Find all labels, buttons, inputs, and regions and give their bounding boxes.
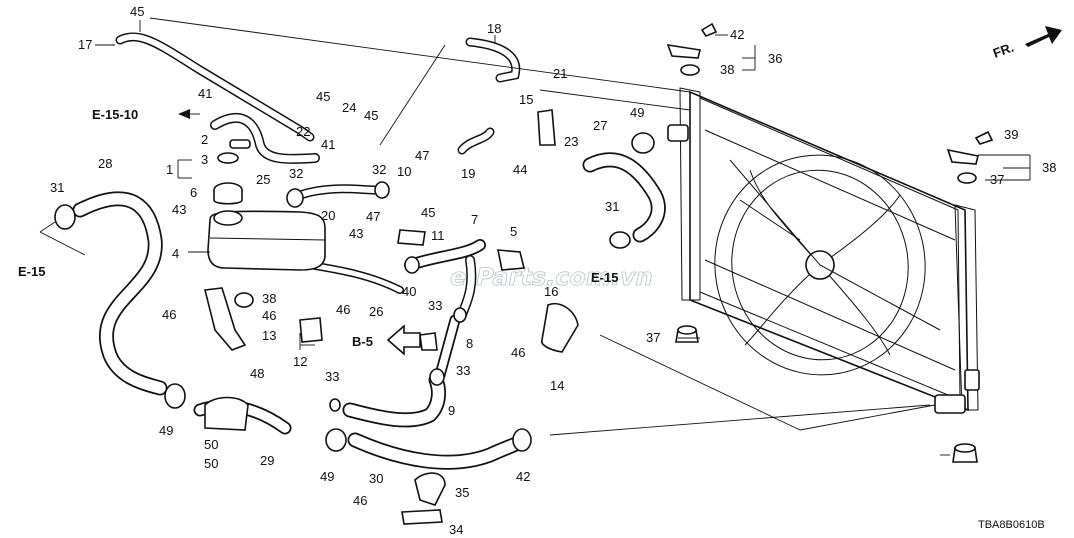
callout: 42: [730, 27, 744, 42]
reference-arrows: [178, 109, 421, 356]
callout: 41: [321, 137, 335, 152]
callout: 22: [296, 124, 310, 139]
callout: 49: [320, 469, 334, 484]
callout: 10: [397, 164, 411, 179]
callout: 38: [720, 62, 734, 77]
callout: 44: [513, 162, 527, 177]
callout: 49: [630, 105, 644, 120]
drawing-code: TBA8B0610B: [978, 519, 1045, 531]
callout: 29: [260, 453, 274, 468]
callout: 45: [316, 89, 330, 104]
callout: 46: [262, 308, 276, 323]
callout: 31: [605, 199, 619, 214]
upper-bracket-36: [666, 22, 718, 76]
callout: 9: [448, 403, 455, 418]
callout: 7: [471, 212, 478, 227]
mount-cushion-37-lower: [952, 443, 978, 463]
front-label: FR.: [991, 40, 1016, 61]
callout: 33: [456, 363, 470, 378]
callout: 12: [293, 354, 307, 369]
callout: 18: [487, 21, 501, 36]
callout: 26: [369, 304, 383, 319]
callout: 11: [431, 228, 445, 243]
ref-e-15-center: E-15: [591, 270, 618, 285]
radiator-assembly: [667, 87, 980, 414]
callout: 38: [262, 291, 276, 306]
callout: 39: [1004, 127, 1018, 142]
callout: 17: [78, 37, 92, 52]
callout: 50: [204, 437, 218, 452]
upper-bracket-39: [946, 130, 994, 184]
reserve-tank-4: [207, 182, 326, 271]
front-arrow-icon: [1025, 26, 1062, 47]
arrow-left-icon: [178, 109, 190, 119]
part-callouts: 45 17 18 21 42 36 38 49 41 45 24 45 15 2…: [50, 4, 1056, 537]
callout: 25: [256, 172, 270, 187]
ref-e-15-left: E-15: [18, 264, 45, 279]
callout: 27: [593, 118, 607, 133]
callout: 46: [511, 345, 525, 360]
leader-lines: [39, 17, 1031, 456]
callout: 6: [190, 185, 197, 200]
callout: 48: [250, 366, 264, 381]
callout: 14: [550, 378, 564, 393]
callout: 45: [130, 4, 144, 19]
callout: 30: [369, 471, 383, 486]
callout: 38: [1042, 160, 1056, 175]
arrow-b5-icon: [386, 324, 421, 356]
callout: 24: [342, 100, 356, 115]
callout: 4: [172, 246, 179, 261]
callout: 34: [449, 522, 463, 537]
callout: 16: [544, 284, 558, 299]
callout: 43: [349, 226, 363, 241]
callout: 35: [455, 485, 469, 500]
callout: 50: [204, 456, 218, 471]
callout: 1: [166, 162, 173, 177]
callout: 21: [553, 66, 567, 81]
callout: 33: [428, 298, 442, 313]
callout: 40: [402, 284, 416, 299]
callout: 2: [201, 132, 208, 147]
callout: 45: [364, 108, 378, 123]
callout: 8: [466, 336, 473, 351]
callout: 49: [159, 423, 173, 438]
callout: 42: [516, 469, 530, 484]
clamps-and-fittings: [54, 109, 655, 525]
callout: 43: [172, 202, 186, 217]
callout: 45: [421, 205, 435, 220]
mount-cushion-37-upper: [675, 325, 699, 343]
callout: 3: [201, 152, 208, 167]
front-direction-indicator: FR.: [991, 26, 1062, 61]
callout: 47: [415, 148, 429, 163]
callout: 46: [353, 493, 367, 508]
callout: 15: [519, 92, 533, 107]
callout: 32: [372, 162, 386, 177]
callout: 36: [768, 51, 782, 66]
callout: 37: [990, 172, 1004, 187]
callout: 20: [321, 208, 335, 223]
callout: 31: [50, 180, 64, 195]
callout: 33: [325, 369, 339, 384]
callout: 13: [262, 328, 276, 343]
callout: 28: [98, 156, 112, 171]
callout: 19: [461, 166, 475, 181]
watermark: e-Parts.com.vn: [450, 263, 653, 291]
callout: 41: [198, 86, 212, 101]
ref-e-15-10: E-15-10: [92, 107, 138, 122]
callout: 5: [510, 224, 517, 239]
callout: 32: [289, 166, 303, 181]
callout: 37: [646, 330, 660, 345]
ref-b-5: B-5: [352, 334, 373, 349]
callout: 47: [366, 209, 380, 224]
callout: 23: [564, 134, 578, 149]
callout: 46: [162, 307, 176, 322]
callout: 46: [336, 302, 350, 317]
reference-labels: E-15-10 E-15 B-5 E-15: [18, 107, 618, 349]
